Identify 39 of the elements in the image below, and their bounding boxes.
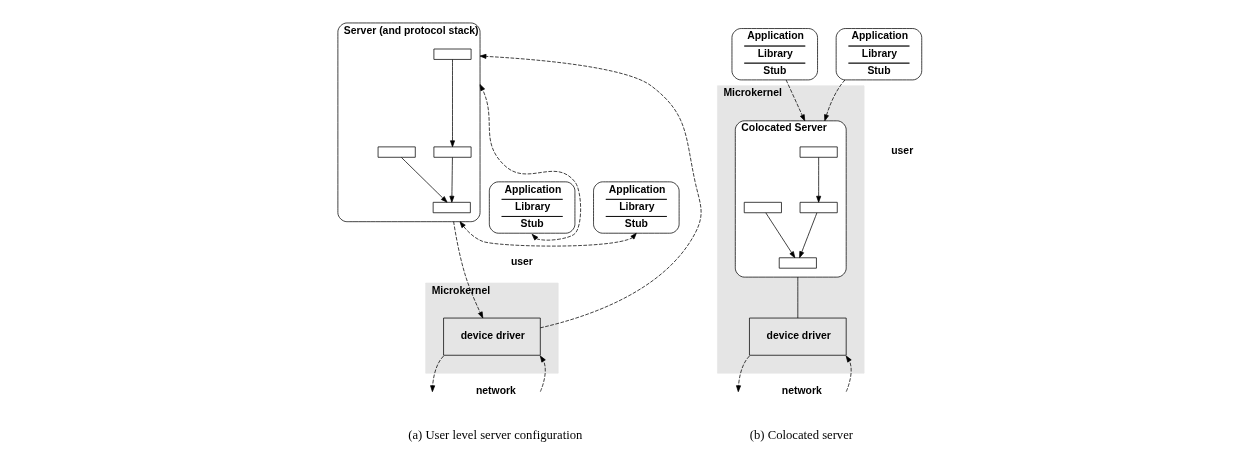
node-box <box>433 146 471 158</box>
arrow <box>798 212 817 258</box>
arrow <box>449 59 455 148</box>
node-box <box>433 48 471 60</box>
node-box: Application Library Stub <box>731 28 818 81</box>
arrow <box>815 157 821 203</box>
node-box: Application Library Stub <box>488 181 575 234</box>
arrow <box>400 157 447 203</box>
node-box: Application Library Stub <box>835 28 922 81</box>
arrow <box>479 84 581 241</box>
node-box <box>743 201 782 214</box>
node-box <box>799 201 838 214</box>
label: user <box>510 255 533 267</box>
arrow <box>448 157 454 203</box>
arrow <box>845 355 852 393</box>
arrow <box>429 355 444 393</box>
arrow <box>735 355 750 393</box>
cluster: Colocated Server <box>734 120 847 278</box>
arrow <box>452 221 483 319</box>
label: user <box>890 145 913 157</box>
label: network <box>475 385 516 397</box>
label: (b) Colocated server <box>749 427 853 442</box>
connector <box>796 276 798 319</box>
node-box: Application Library Stub <box>592 181 679 234</box>
arrow <box>539 355 546 393</box>
arrow <box>764 212 795 258</box>
node-box <box>799 146 838 158</box>
label: (a) User level server configuration <box>407 427 582 442</box>
node-box <box>377 146 416 158</box>
node-box <box>778 257 817 269</box>
label: network <box>781 385 822 397</box>
arrow <box>459 221 637 247</box>
cluster: Server (and protocol stack) <box>337 22 480 223</box>
arrow <box>785 79 805 122</box>
arrow <box>479 53 701 329</box>
node-box: device driver <box>748 317 847 356</box>
arrow <box>823 79 845 122</box>
node-box: device driver <box>442 317 541 356</box>
node-box <box>432 201 471 214</box>
